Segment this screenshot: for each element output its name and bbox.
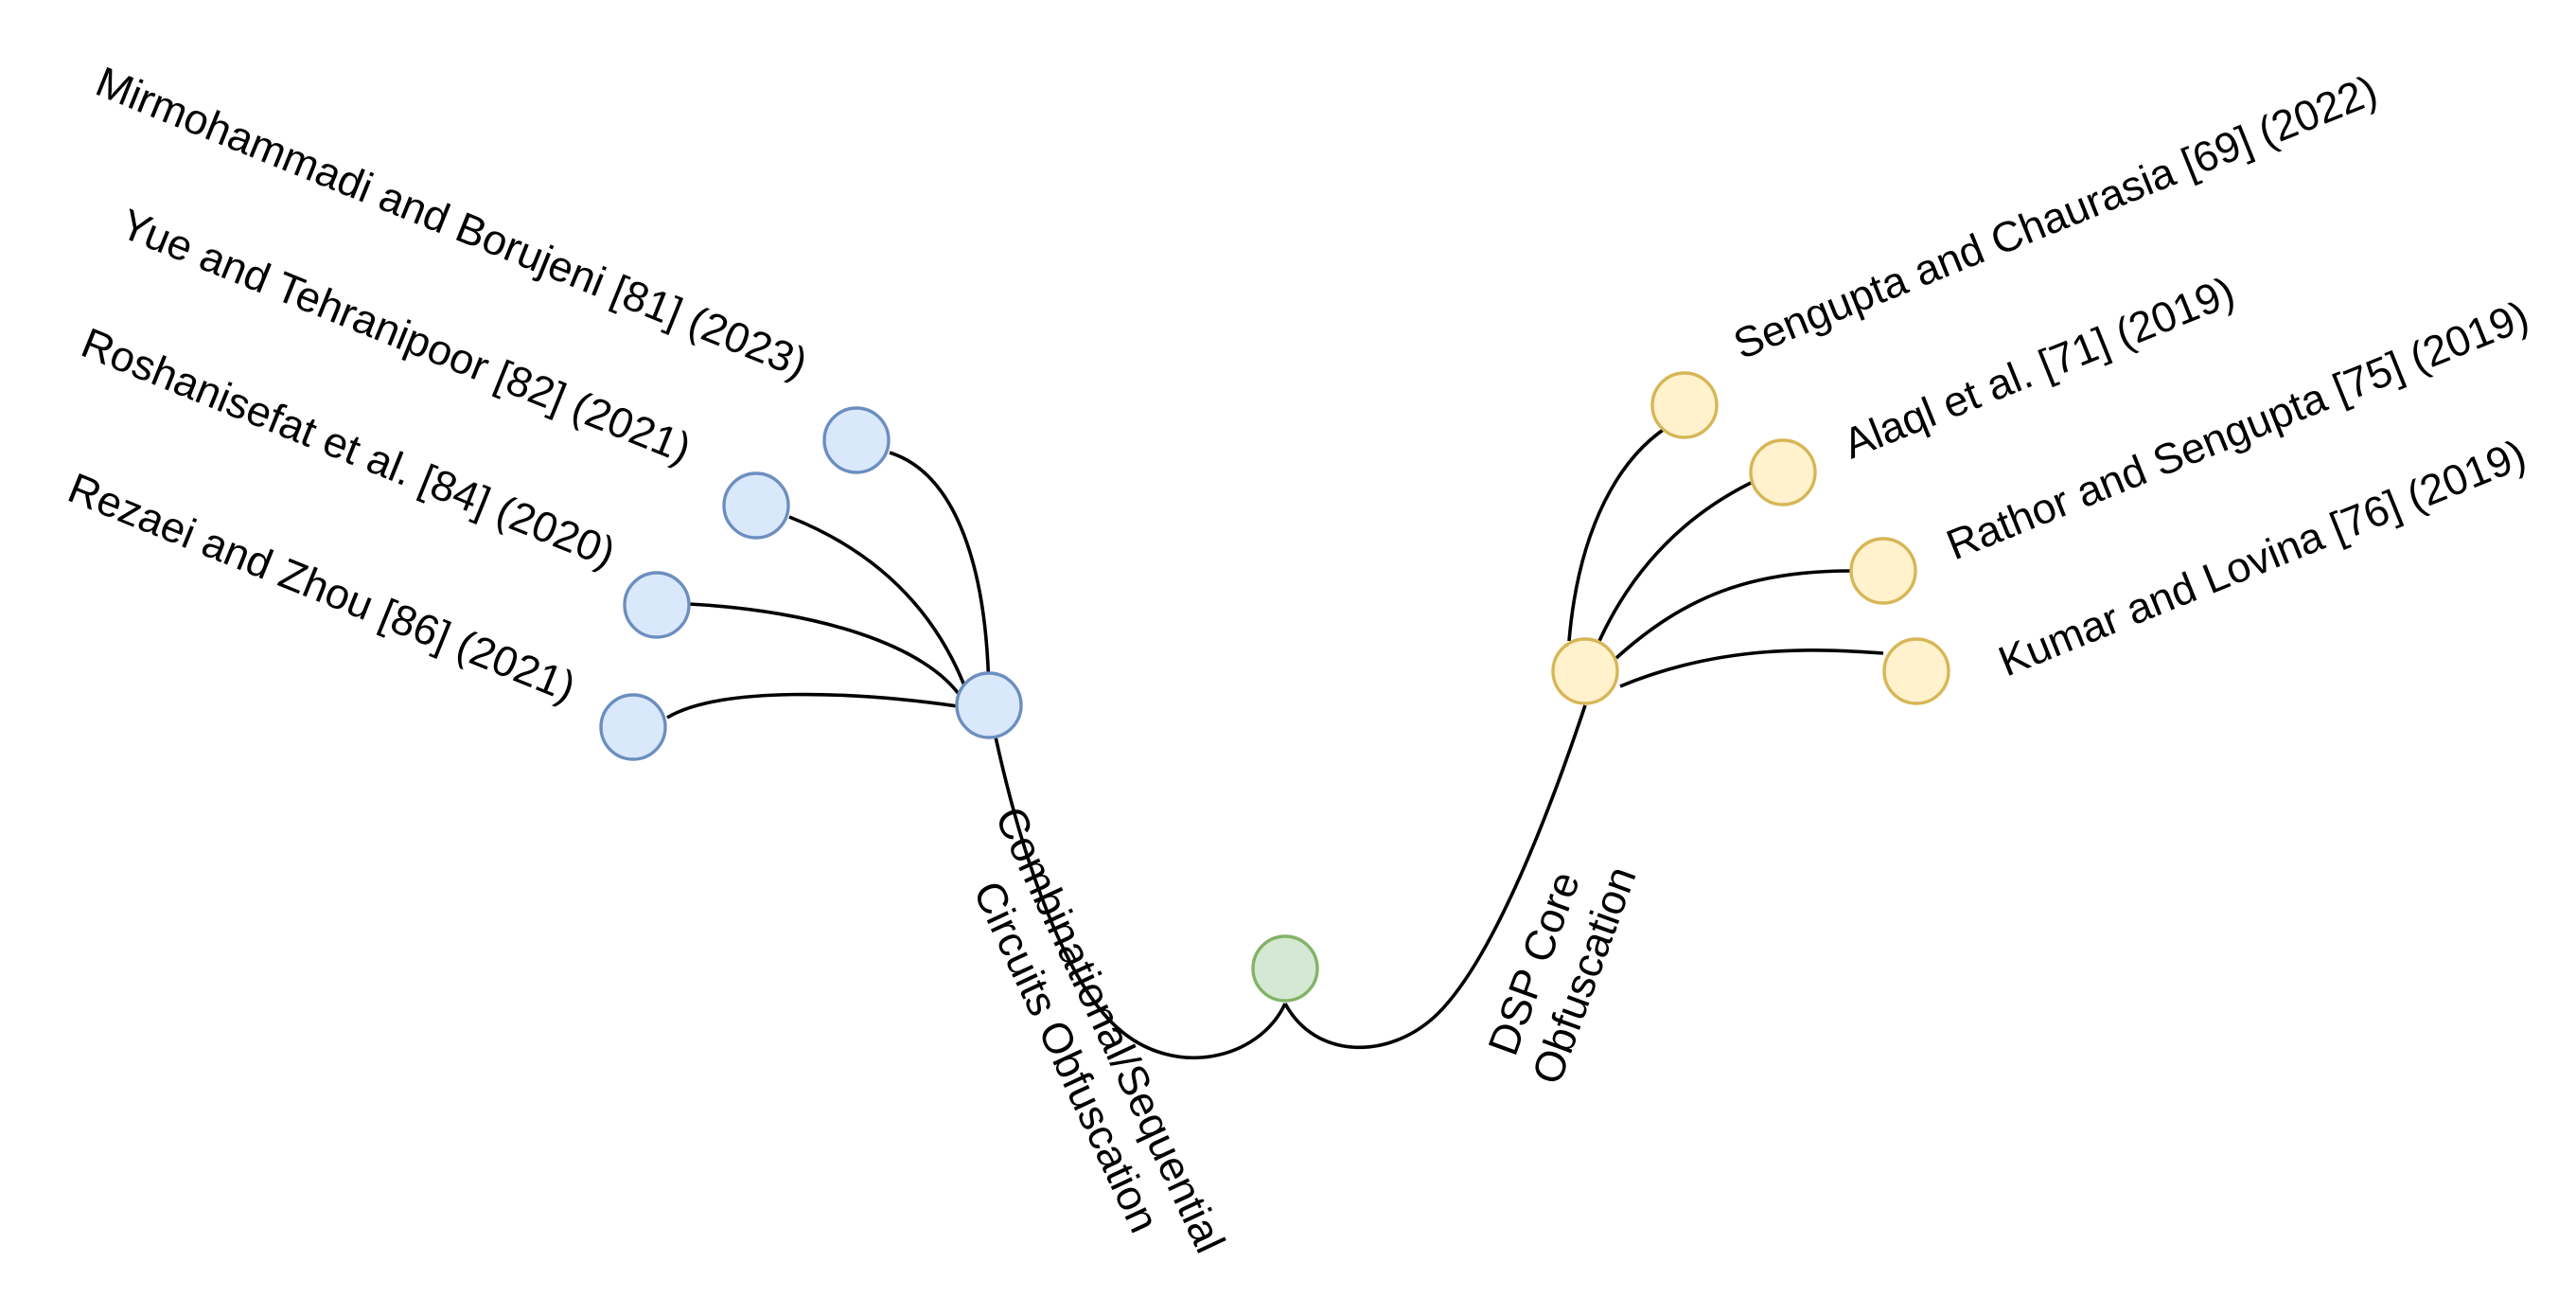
- right-leaf-label-3: Rathor and Sengupta [75] (2019): [1940, 292, 2535, 570]
- left-hub-node[interactable]: [955, 671, 1023, 739]
- edge-left-leaf-2: [788, 515, 972, 702]
- right-leaf-label-4: Kumar and Lovina [76] (2019): [1992, 430, 2532, 685]
- edge-right-leaf-1: [1567, 420, 1676, 642]
- right-hub-node[interactable]: [1551, 637, 1619, 705]
- left-leaf-node-1[interactable]: [822, 406, 891, 474]
- left-leaf-node-4[interactable]: [599, 693, 667, 761]
- right-leaf-labels: Sengupta and Chaurasia [69] (2022) Alaql…: [1727, 65, 2535, 685]
- edge-right-leaf-4: [1619, 648, 1884, 688]
- left-leaf-node-3[interactable]: [623, 571, 691, 639]
- left-leaf-label-2: Yue and Tehranipoor [82] (2021): [115, 199, 698, 472]
- root-node[interactable]: [1251, 934, 1319, 1003]
- edge-right-leaf-3: [1614, 569, 1851, 660]
- branch-labels: Combinational/Sequential Circuits Obfusc…: [940, 799, 1646, 1292]
- edge-left-leaf-1: [889, 451, 991, 706]
- edge-root-right-hub: [1283, 704, 1587, 1050]
- right-leaf-node-3[interactable]: [1849, 537, 1917, 605]
- right-leaf-node-2[interactable]: [1749, 438, 1817, 506]
- nodes: [599, 371, 1950, 1003]
- left-branch-label: Combinational/Sequential Circuits Obfusc…: [940, 799, 1240, 1292]
- edge-left-leaf-4: [666, 692, 959, 720]
- right-leaf-node-4[interactable]: [1882, 637, 1950, 705]
- right-branch-label: DSP Core Obfuscation: [1474, 843, 1646, 1091]
- edge-root-left-hub: [987, 704, 1287, 1059]
- edge-left-leaf-3: [688, 602, 965, 702]
- edges: [666, 420, 1884, 1059]
- right-leaf-node-1[interactable]: [1650, 371, 1719, 439]
- right-leaf-label-1: Sengupta and Chaurasia [69] (2022): [1727, 65, 2384, 368]
- left-leaf-labels: Mirmohammadi and Borujeni [81] (2023) Yu…: [62, 57, 814, 711]
- edge-right-leaf-2: [1597, 481, 1752, 642]
- left-leaf-node-2[interactable]: [722, 471, 790, 540]
